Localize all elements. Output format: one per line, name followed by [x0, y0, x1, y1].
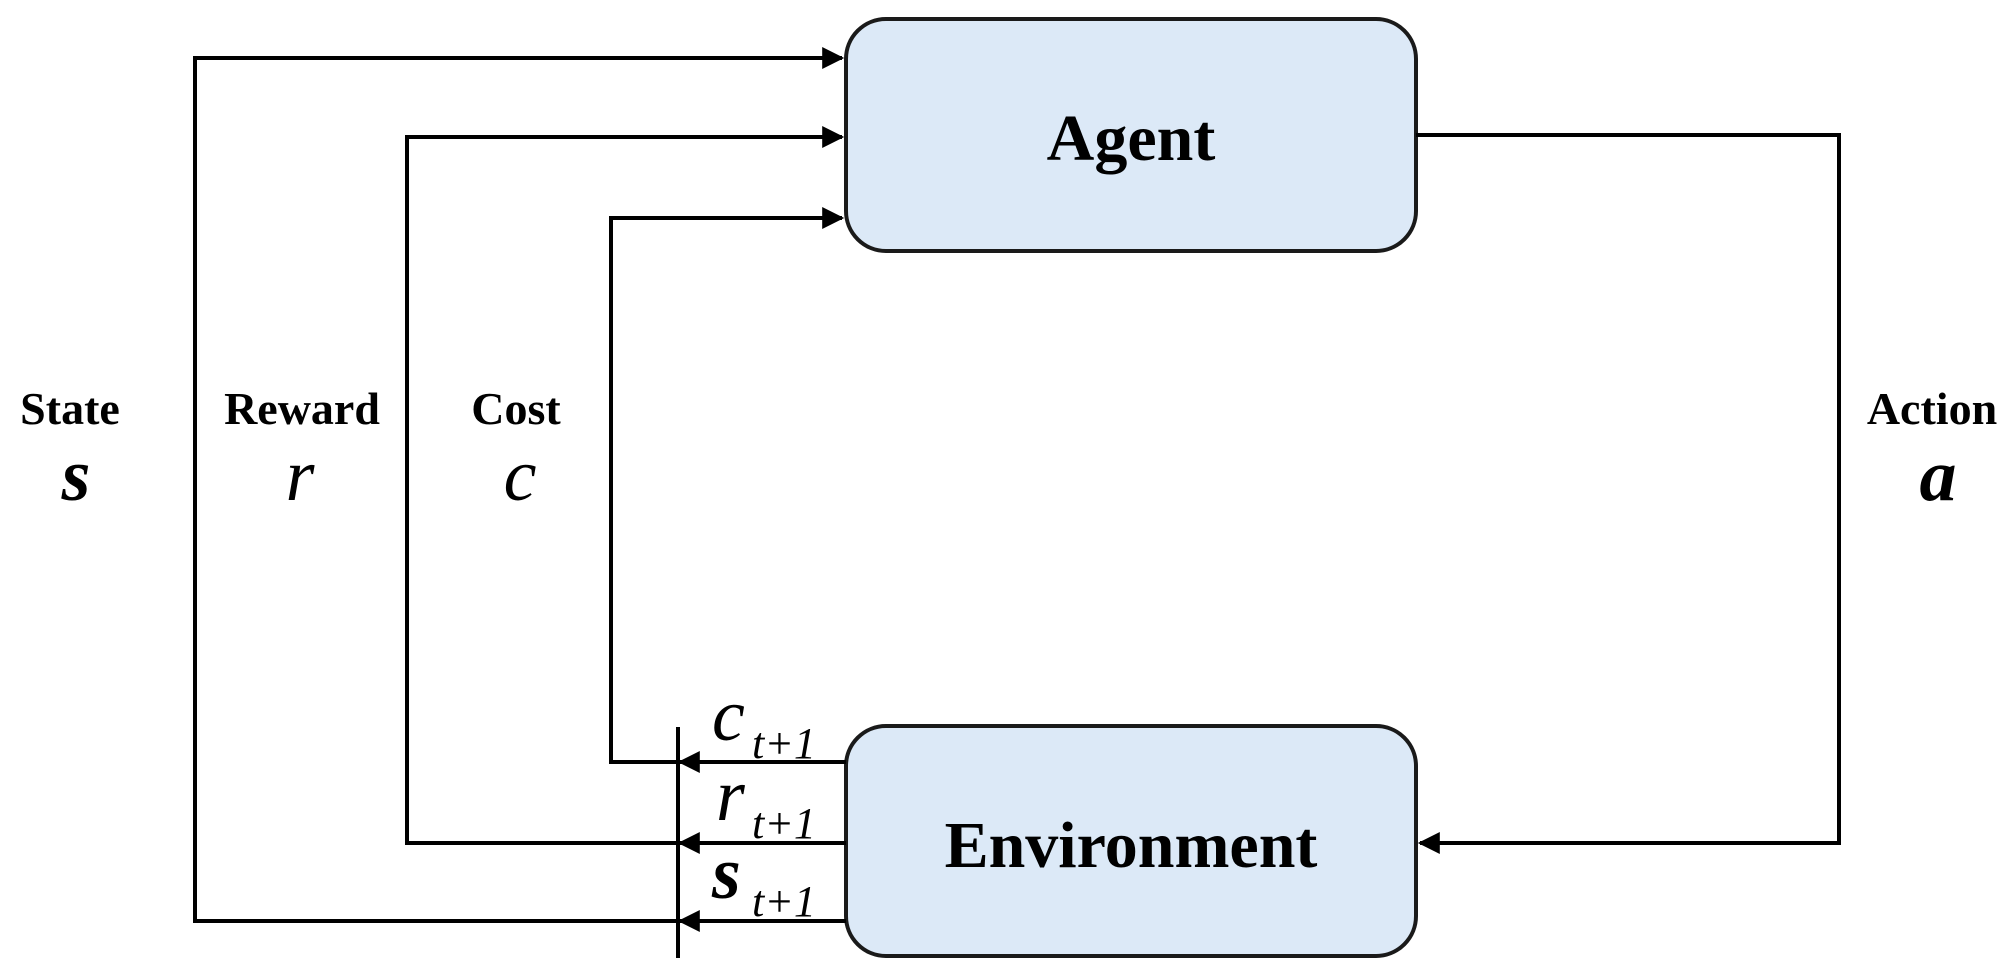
state-next-subscript: t+1 — [752, 877, 816, 926]
cost-next-subscript: t+1 — [752, 719, 816, 768]
reward-next-symbol: r — [716, 755, 746, 837]
reward-symbol: r — [286, 435, 316, 517]
state-symbol: s — [61, 435, 91, 517]
agent-label: Agent — [1047, 102, 1216, 175]
action-arrow — [1416, 133, 1841, 854]
environment-box: Environment — [844, 724, 1418, 958]
reward-arrow — [405, 126, 846, 845]
environment-label: Environment — [945, 809, 1318, 882]
cost-label-group: Cost c — [471, 383, 561, 517]
action-symbol: a — [1920, 435, 1957, 517]
agent-box: Agent — [844, 17, 1418, 253]
action-label-group: Action a — [1867, 383, 1997, 517]
reward-label: Reward — [224, 383, 380, 434]
cost-symbol: c — [504, 435, 537, 517]
state-arrow — [193, 47, 846, 923]
state-next-symbol: s — [711, 833, 741, 915]
state-label-group: State s — [20, 383, 120, 517]
cost-next-label: c t+1 — [712, 675, 816, 768]
cost-label: Cost — [471, 383, 561, 434]
reward-next-label: r t+1 — [716, 755, 816, 848]
reward-next-subscript: t+1 — [752, 799, 816, 848]
reward-label-group: Reward r — [224, 383, 380, 517]
state-label: State — [20, 383, 120, 434]
action-label: Action — [1867, 383, 1997, 434]
cost-next-symbol: c — [712, 675, 745, 757]
state-next-label: s t+1 — [711, 833, 816, 926]
